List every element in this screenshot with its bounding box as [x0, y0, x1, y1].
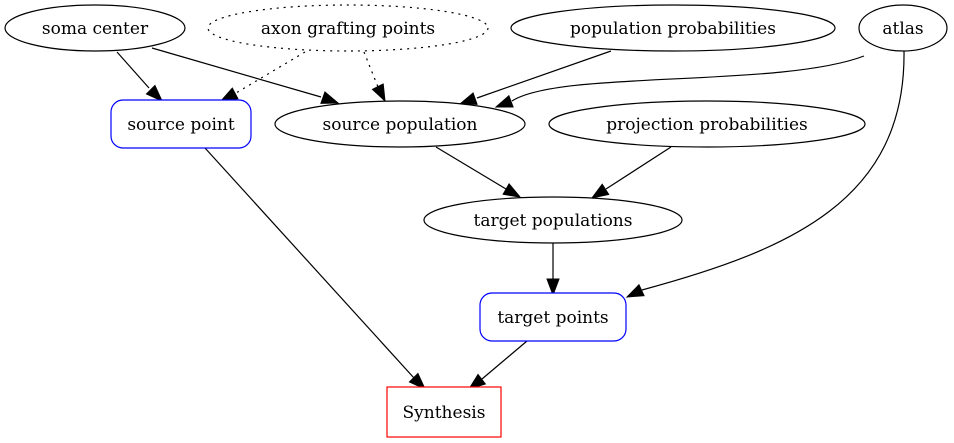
edge-line: [151, 47, 322, 98]
node-label: source population: [323, 115, 478, 135]
node-label: population probabilities: [570, 19, 776, 39]
edge-line: [605, 146, 672, 190]
edge-line: [476, 50, 612, 99]
edge-line: [204, 147, 415, 379]
node-label: Synthesis: [403, 403, 486, 423]
node-label: atlas: [882, 19, 923, 39]
node-rounded-box: [479, 292, 627, 342]
node-label: target populations: [474, 211, 633, 231]
edge-line: [435, 146, 507, 190]
arrowhead-icon: [502, 182, 522, 198]
edge-target-points-to-synthesis: [467, 340, 528, 390]
edges-layer: [116, 47, 905, 391]
arrowhead-icon: [219, 87, 239, 102]
arrowhead-icon: [371, 83, 386, 103]
node-population-probabilities[interactable]: population probabilities: [510, 4, 836, 52]
edge-population-probabilities-to-source-population: [458, 50, 612, 105]
node-synthesis[interactable]: Synthesis: [386, 386, 502, 438]
edge-line: [235, 51, 306, 94]
edge-line: [641, 50, 905, 291]
arrowhead-icon: [320, 91, 340, 104]
arrowhead-icon: [625, 283, 645, 298]
arrowhead-icon: [590, 183, 610, 199]
node-label: axon grafting points: [261, 19, 435, 39]
arrowhead-icon: [145, 84, 164, 103]
edge-source-population-to-target-populations: [435, 146, 522, 198]
node-label: target points: [497, 308, 608, 328]
node-ellipse: [274, 100, 526, 148]
node-ellipse: [858, 4, 948, 52]
node-box: [386, 386, 502, 438]
edge-soma-center-to-source-population: [151, 47, 340, 104]
edge-soma-center-to-source-point: [116, 51, 164, 103]
edge-axon-grafting-points-to-source-point: [219, 51, 306, 102]
node-axon-grafting-points[interactable]: axon grafting points: [207, 4, 489, 52]
node-rounded-box: [110, 99, 252, 149]
node-atlas[interactable]: atlas: [858, 4, 948, 52]
node-label: soma center: [42, 19, 149, 39]
edge-line: [511, 55, 865, 102]
edge-source-point-to-synthesis: [204, 147, 427, 391]
node-label: source point: [127, 115, 235, 135]
node-target-populations[interactable]: target populations: [423, 196, 683, 244]
edge-axon-grafting-points-to-source-population: [363, 51, 386, 103]
edge-atlas-to-source-population: [494, 55, 865, 108]
edge-line: [363, 51, 379, 88]
edge-atlas-to-target-points: [625, 50, 905, 298]
node-label: projection probabilities: [606, 115, 807, 135]
node-ellipse: [423, 196, 683, 244]
node-target-points[interactable]: target points: [479, 292, 627, 342]
arrowhead-icon: [458, 92, 478, 105]
edge-projection-probabilities-to-target-populations: [590, 146, 672, 199]
edge-line: [116, 51, 150, 89]
node-ellipse: [4, 4, 186, 52]
arrowhead-icon: [494, 94, 514, 108]
edge-line: [481, 340, 528, 380]
edge-target-populations-to-target-points: [546, 243, 560, 297]
node-projection-probabilities[interactable]: projection probabilities: [548, 100, 866, 148]
node-source-point[interactable]: source point: [110, 99, 252, 149]
node-ellipse: [207, 4, 489, 52]
arrowhead-icon: [408, 372, 427, 391]
node-ellipse: [510, 4, 836, 52]
node-source-population[interactable]: source population: [274, 100, 526, 148]
nodes-layer: soma center axon grafting points populatio…: [4, 4, 948, 438]
node-ellipse: [548, 100, 866, 148]
node-soma-center[interactable]: soma center: [4, 4, 186, 52]
arrowhead-icon: [546, 278, 560, 297]
